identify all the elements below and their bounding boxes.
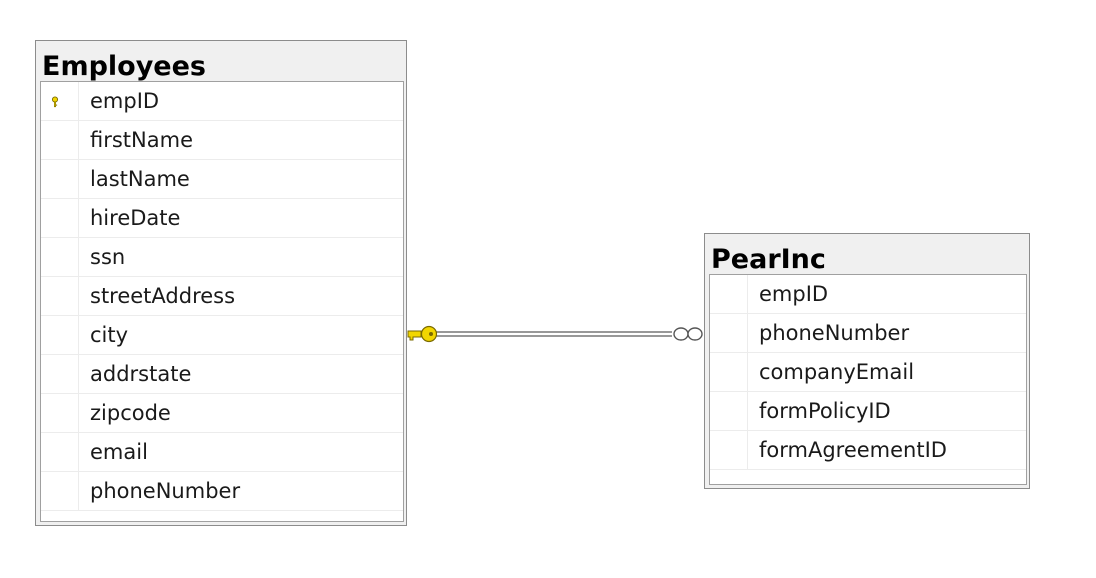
relationship-many-infinity-icon <box>673 327 703 341</box>
column-name: email <box>90 440 148 464</box>
column-name: formAgreementID <box>759 438 947 462</box>
column-row[interactable]: addrstate <box>41 355 403 394</box>
column-name: companyEmail <box>759 360 915 384</box>
row-selector[interactable] <box>41 355 79 393</box>
row-selector[interactable] <box>41 277 79 315</box>
row-selector[interactable] <box>41 82 79 120</box>
column-row[interactable]: city <box>41 316 403 355</box>
column-name: firstName <box>90 128 193 152</box>
column-name: empID <box>90 89 160 113</box>
column-row[interactable]: formAgreementID <box>710 431 1026 470</box>
row-selector[interactable] <box>710 353 748 391</box>
column-row[interactable]: empID <box>41 82 403 121</box>
column-name: lastName <box>90 167 190 191</box>
column-row[interactable]: zipcode <box>41 394 403 433</box>
primary-key-icon <box>51 96 59 108</box>
row-selector[interactable] <box>41 394 79 432</box>
table-title-employees: Employees <box>42 51 207 82</box>
relationship-key-icon <box>407 325 438 343</box>
column-row[interactable]: firstName <box>41 121 403 160</box>
row-selector[interactable] <box>710 314 748 352</box>
column-name: hireDate <box>90 206 181 230</box>
column-row[interactable]: lastName <box>41 160 403 199</box>
column-name: phoneNumber <box>759 321 910 345</box>
row-selector[interactable] <box>710 392 748 430</box>
table-title-pearinc: PearInc <box>711 244 826 275</box>
column-row[interactable]: companyEmail <box>710 353 1026 392</box>
column-row[interactable]: formPolicyID <box>710 392 1026 431</box>
row-selector[interactable] <box>41 199 79 237</box>
row-selector[interactable] <box>41 472 79 510</box>
column-row[interactable]: empID <box>710 275 1026 314</box>
column-name: city <box>90 323 129 347</box>
column-grid-employees: empID firstName lastName hireDate ssn st… <box>40 81 404 522</box>
row-selector[interactable] <box>41 433 79 471</box>
column-row[interactable]: ssn <box>41 238 403 277</box>
row-selector[interactable] <box>710 275 748 313</box>
column-name: zipcode <box>90 401 171 425</box>
row-selector[interactable] <box>41 121 79 159</box>
column-name: ssn <box>90 245 126 269</box>
column-grid-pearinc: empID phoneNumber companyEmail formPolic… <box>709 274 1027 485</box>
column-row[interactable]: phoneNumber <box>710 314 1026 353</box>
column-name: phoneNumber <box>90 479 241 503</box>
column-name: addrstate <box>90 362 192 386</box>
column-name: empID <box>759 282 829 306</box>
column-name: formPolicyID <box>759 399 891 423</box>
row-selector[interactable] <box>41 160 79 198</box>
column-row[interactable]: email <box>41 433 403 472</box>
table-pearinc[interactable]: PearInc empID phoneNumber companyEmail f… <box>704 233 1030 489</box>
row-selector[interactable] <box>41 238 79 276</box>
row-selector[interactable] <box>41 316 79 354</box>
column-row[interactable]: hireDate <box>41 199 403 238</box>
column-row[interactable]: phoneNumber <box>41 472 403 511</box>
table-employees[interactable]: Employees empID firstName lastName <box>35 40 407 526</box>
row-selector[interactable] <box>710 431 748 469</box>
column-row[interactable]: streetAddress <box>41 277 403 316</box>
column-name: streetAddress <box>90 284 236 308</box>
